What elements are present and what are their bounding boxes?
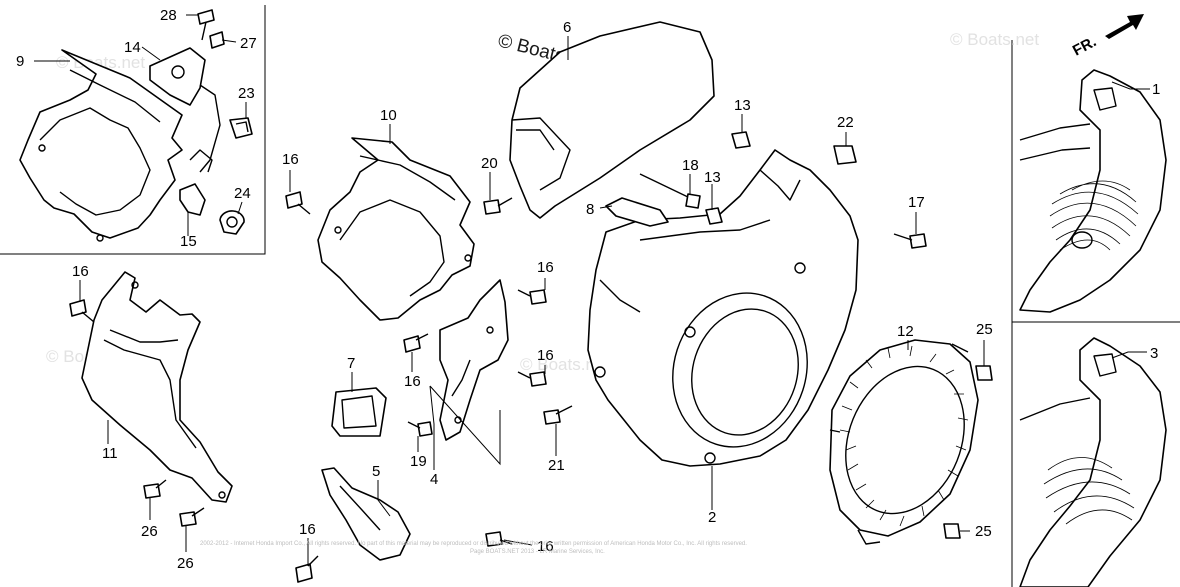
callout-11: 11 xyxy=(102,445,118,462)
part-22-clip xyxy=(833,145,857,165)
callout-9: 9 xyxy=(16,53,24,70)
callout-13: 13 xyxy=(734,97,751,114)
part-15-holder xyxy=(179,149,213,216)
callout-19: 19 xyxy=(410,453,427,470)
arrow-icon xyxy=(1105,14,1144,39)
callout-28: 28 xyxy=(160,7,177,24)
part-12-ring xyxy=(829,339,979,545)
part-2-fan-housing xyxy=(587,149,859,467)
callout-20: 20 xyxy=(481,155,498,172)
part-19-bolt xyxy=(407,421,433,437)
callout-16: 16 xyxy=(537,347,554,364)
part-25-nut xyxy=(943,523,961,539)
part-23-clip xyxy=(229,117,253,139)
callout-16: 16 xyxy=(72,263,89,280)
callout-16: 16 xyxy=(404,373,421,390)
part-6-cover xyxy=(509,21,715,219)
part-4-bracket xyxy=(439,279,509,441)
callout-23: 23 xyxy=(238,85,255,102)
part-16-bolt xyxy=(69,299,95,323)
part-14-bracket xyxy=(149,47,221,173)
part-26-bolt xyxy=(179,507,205,527)
callout-27: 27 xyxy=(240,35,257,52)
copyright-fine-print: 2002-2012 - Internet Honda Import Co., A… xyxy=(200,541,747,547)
copyright-fine-print-2: Page BOATS.NET 2013 - LR Marine Services… xyxy=(470,549,605,555)
part-8-guide xyxy=(605,197,669,227)
callout-5: 5 xyxy=(372,463,380,480)
part-17-bolt xyxy=(893,233,927,249)
callout-25: 25 xyxy=(975,523,992,540)
callout-3: 3 xyxy=(1150,345,1158,362)
callout-24: 24 xyxy=(234,185,251,202)
faint-watermark: © Boats.net xyxy=(520,355,609,374)
callout-4: 4 xyxy=(430,471,438,488)
callout-22: 22 xyxy=(837,114,854,131)
inset-frame-right xyxy=(1011,40,1180,587)
callout-21: 21 xyxy=(548,457,565,474)
part-10-shroud xyxy=(317,137,475,321)
part-5-plate xyxy=(321,467,411,561)
part-16-bolt xyxy=(285,191,311,215)
callouts: 1 2 3 4 5 6 7 8 9 10 11 12 13 13 14 15 1… xyxy=(16,7,1160,572)
part-27-screw xyxy=(209,31,225,49)
part-25-nut xyxy=(975,365,993,381)
callout-16: 16 xyxy=(537,538,554,555)
part-28-bolt xyxy=(197,9,215,41)
part-16-bolt xyxy=(485,531,513,547)
callout-6: 6 xyxy=(563,19,571,36)
callout-17: 17 xyxy=(908,194,925,211)
part-13-nut xyxy=(705,207,723,225)
callout-16: 16 xyxy=(537,259,554,276)
callout-26: 26 xyxy=(177,555,194,572)
part-16-bolt xyxy=(517,289,547,305)
part-9-shroud xyxy=(19,49,183,242)
part-11-plate xyxy=(81,271,233,503)
part-16-bolt xyxy=(403,333,429,353)
part-16-bolt xyxy=(517,371,547,387)
callout-8: 8 xyxy=(586,201,594,218)
faint-watermark: © Boats.net xyxy=(950,30,1039,49)
part-24-clamp xyxy=(219,210,245,235)
callout-12: 12 xyxy=(897,323,914,340)
callout-16: 16 xyxy=(299,521,316,538)
part-20-bolt xyxy=(483,197,513,215)
part-16-bolt xyxy=(295,555,319,583)
part-18-bolt xyxy=(639,173,701,209)
callout-18: 18 xyxy=(682,157,699,174)
inset-frame-top-left xyxy=(0,5,266,255)
part-13-nut xyxy=(731,131,751,149)
part-26-bolt xyxy=(143,479,167,499)
callout-13: 13 xyxy=(704,169,721,186)
callout-26: 26 xyxy=(141,523,158,540)
part-7-gasket xyxy=(331,387,387,437)
part-1-housing xyxy=(1019,69,1167,313)
callout-1: 1 xyxy=(1152,81,1160,98)
callout-14: 14 xyxy=(124,39,141,56)
leader-lines xyxy=(34,14,1150,566)
callout-10: 10 xyxy=(380,107,397,124)
callout-2: 2 xyxy=(708,509,716,526)
part-21-bolt xyxy=(543,405,573,425)
callout-7: 7 xyxy=(347,355,355,372)
front-label: FR. xyxy=(1070,33,1099,59)
part-3-housing xyxy=(1019,337,1167,587)
front-direction-arrow: FR. xyxy=(1070,14,1144,60)
callout-15: 15 xyxy=(180,233,197,250)
callout-16: 16 xyxy=(282,151,299,168)
callout-25: 25 xyxy=(976,321,993,338)
